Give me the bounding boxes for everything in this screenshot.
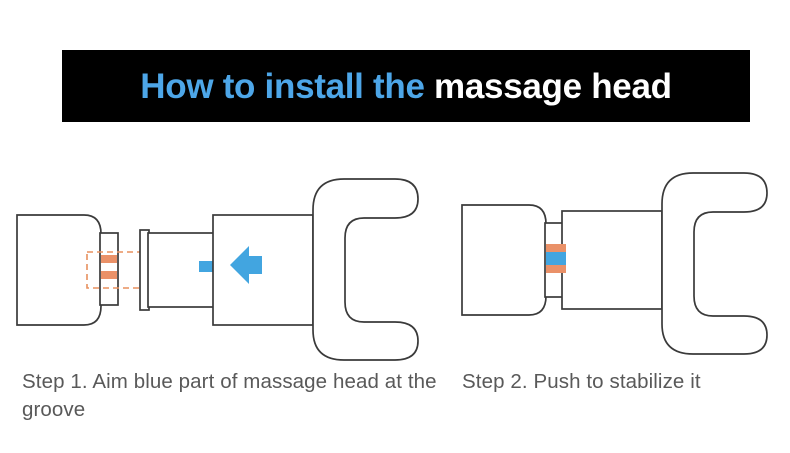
step-2-illustration bbox=[461, 172, 768, 355]
blue-alignment-tab-seated bbox=[546, 252, 566, 265]
title-banner: How to install the massage head bbox=[62, 50, 750, 122]
step-2-diagram bbox=[450, 160, 790, 360]
c-shaped-fork bbox=[312, 178, 419, 361]
collar-with-groove bbox=[99, 232, 119, 306]
page-title-highlight: How to install the bbox=[140, 66, 435, 106]
massager-body bbox=[461, 204, 547, 316]
step-1-diagram bbox=[0, 160, 440, 361]
orange-groove-bar-top bbox=[101, 255, 117, 263]
massager-body bbox=[16, 214, 102, 326]
orange-groove-bar-bottom bbox=[101, 271, 117, 279]
step-2-caption: Step 2. Push to stabilize it bbox=[462, 370, 701, 393]
massage-head-body bbox=[212, 214, 314, 326]
c-shaped-fork bbox=[661, 172, 768, 355]
blue-alignment-tab bbox=[199, 261, 215, 272]
step-1-illustration bbox=[16, 178, 419, 361]
page-title: How to install the massage head bbox=[140, 66, 672, 106]
step-1-caption: Step 1. Aim blue part of massage head at… bbox=[22, 370, 437, 421]
orange-groove-bar-top bbox=[546, 244, 566, 252]
blue-left-arrow-icon bbox=[230, 246, 262, 284]
instruction-diagrams bbox=[0, 160, 790, 361]
page-title-emphasis: massage head bbox=[434, 66, 672, 106]
massage-head-body bbox=[561, 210, 663, 310]
orange-groove-bar-bottom bbox=[546, 265, 566, 273]
